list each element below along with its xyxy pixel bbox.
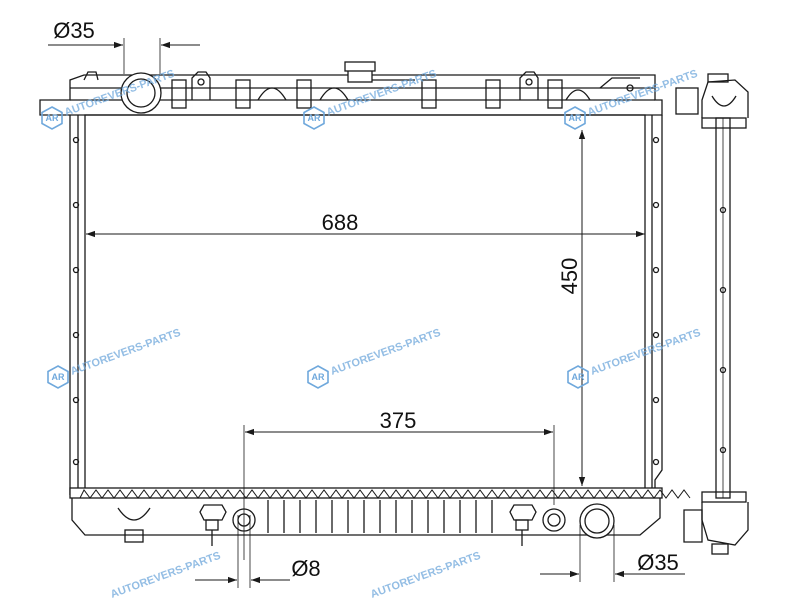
inlet-pipe: [120, 72, 162, 114]
drain-diameter-label: Ø8: [291, 556, 320, 581]
inlet-diameter-label: Ø35: [53, 18, 95, 43]
dimensions: [48, 38, 685, 588]
watermark-logo-icon: [303, 106, 325, 130]
watermark-logo: AR: [569, 113, 582, 123]
watermark-logo: AR: [312, 372, 325, 382]
radiator-side-view: [675, 73, 749, 555]
radiator-core: [69, 114, 663, 495]
watermark-text: AUTOREVERS-PARTS: [109, 550, 222, 600]
outlet-pipe: [579, 503, 615, 539]
watermark: AUTOREVERS-PARTS: [109, 550, 222, 600]
radiator-front-view: [39, 61, 691, 546]
watermark-logo-icon: [307, 365, 329, 389]
spacing-dimension-label: 375: [380, 408, 417, 433]
watermark-text: AUTOREVERS-PARTS: [69, 327, 182, 378]
watermark: AUTOREVERS-PARTS: [369, 550, 482, 600]
watermark-logo: AR: [46, 113, 59, 123]
watermark-logo-icon: [41, 106, 63, 130]
height-dimension-label: 450: [557, 258, 582, 295]
watermark: AR AUTOREVERS-PARTS: [47, 327, 182, 389]
watermark-logo: AR: [572, 372, 585, 382]
watermark-text: AUTOREVERS-PARTS: [369, 550, 482, 600]
width-dimension-label: 688: [322, 210, 359, 235]
filler-neck: [344, 61, 415, 83]
outlet-diameter-label: Ø35: [637, 550, 679, 575]
top-tank: [39, 71, 663, 116]
watermark-logo-icon: [567, 365, 589, 389]
watermark-logo: AR: [308, 113, 321, 123]
watermark-logo-icon: [564, 106, 586, 130]
watermark-logo-icon: [47, 365, 69, 389]
watermark: AR AUTOREVERS-PARTS: [567, 327, 702, 389]
watermark-logo: AR: [52, 372, 65, 382]
bottom-tank: [69, 487, 691, 546]
watermark: AR AUTOREVERS-PARTS: [307, 327, 442, 389]
watermark-text: AUTOREVERS-PARTS: [329, 327, 442, 378]
